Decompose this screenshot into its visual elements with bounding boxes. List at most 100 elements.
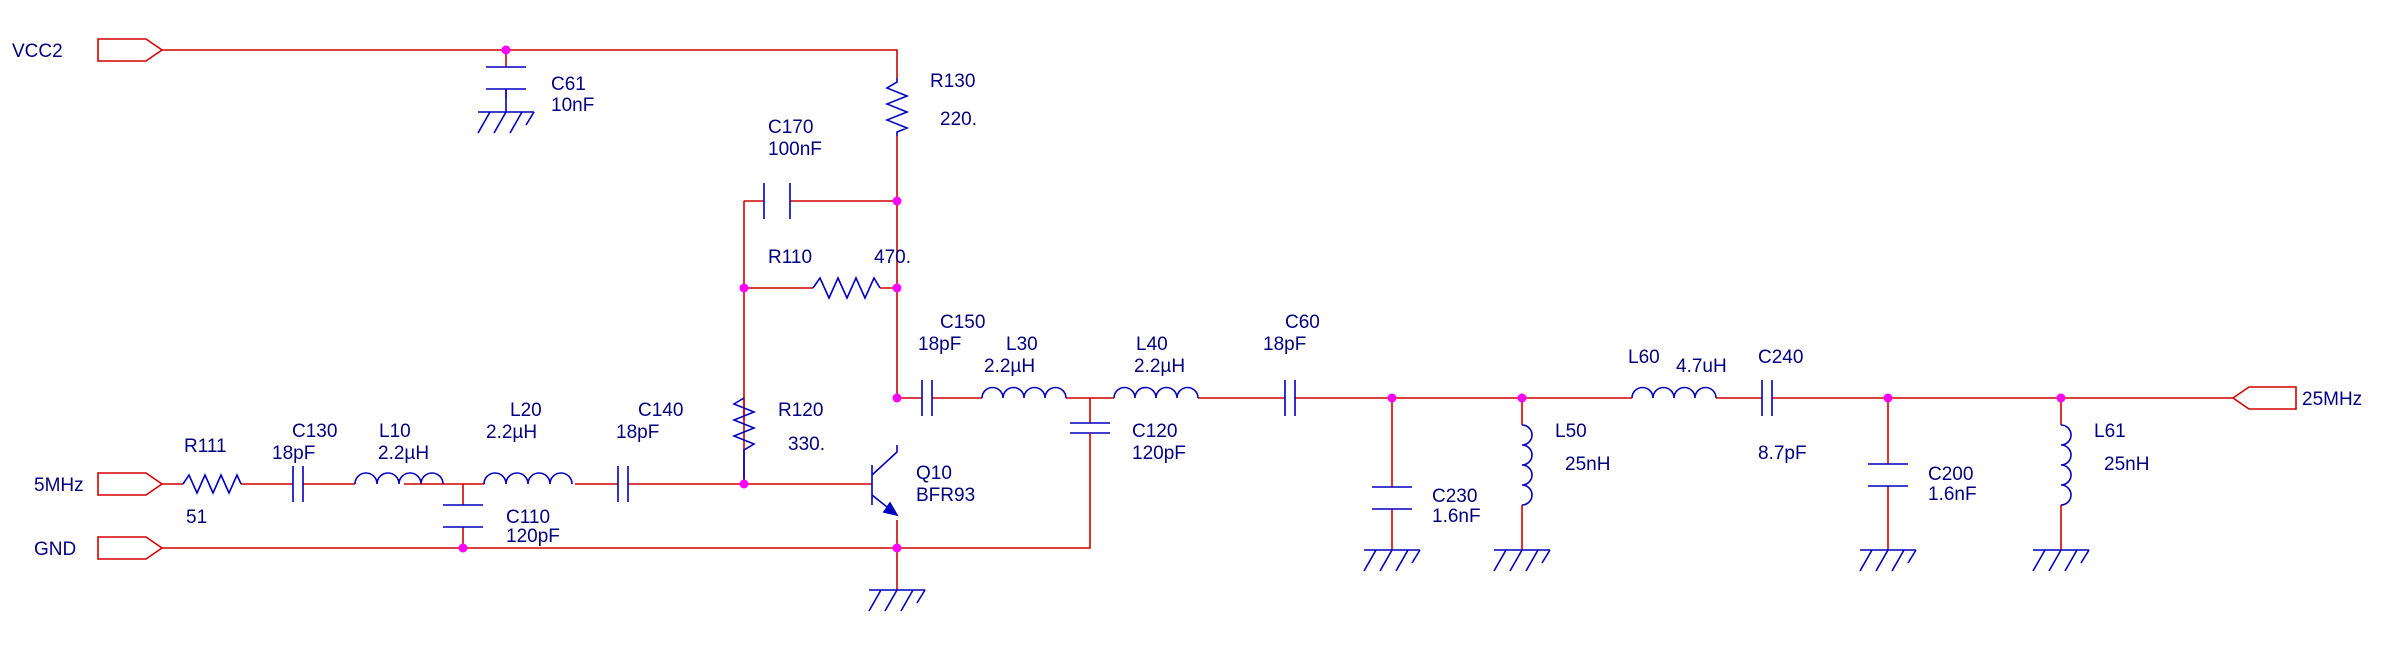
q10-transistor[interactable] xyxy=(871,445,899,517)
c120-value: 120pF xyxy=(1132,443,1186,464)
l40-ref: L40 xyxy=(1136,334,1168,355)
l40-inductor[interactable] xyxy=(1113,386,1199,399)
vcc2-label: VCC2 xyxy=(12,41,63,62)
l20-ref: L20 xyxy=(510,400,542,421)
ground-icon xyxy=(1493,549,1551,572)
l50-ref: L50 xyxy=(1555,421,1587,442)
c200-ref: C200 xyxy=(1928,464,1973,485)
c170-value: 100nF xyxy=(768,139,822,160)
c170-ref: C170 xyxy=(768,117,813,138)
r130-resistor[interactable] xyxy=(884,78,910,136)
c230-ref: C230 xyxy=(1432,486,1477,507)
junction-dot xyxy=(458,543,468,553)
l20-value: 2.2µH xyxy=(486,422,537,443)
l50-inductor[interactable] xyxy=(1521,424,1533,506)
ports xyxy=(97,38,2297,560)
r111-resistor[interactable] xyxy=(182,473,242,495)
l10-value: 2.2µH xyxy=(378,443,429,464)
c130-ref: C130 xyxy=(292,421,337,442)
c240-ref: C240 xyxy=(1758,347,1803,368)
ground-icon xyxy=(1859,549,1917,572)
l60-inductor[interactable] xyxy=(1631,386,1717,399)
ground-icon xyxy=(1363,549,1421,572)
c140-capacitor[interactable] xyxy=(617,466,629,502)
c130-capacitor[interactable] xyxy=(292,466,304,502)
q10-ref: Q10 xyxy=(916,463,952,484)
r120-value: 330. xyxy=(788,434,825,455)
r110-value: 470. xyxy=(874,247,911,268)
l10-ref: L10 xyxy=(379,421,411,442)
r110-ref: R110 xyxy=(768,247,812,268)
l30-ref: L30 xyxy=(1006,334,1038,355)
r120-resistor[interactable] xyxy=(731,397,757,484)
c110-ref: C110 xyxy=(506,507,550,528)
l61-ref: L61 xyxy=(2094,421,2126,442)
in-5mhz-port[interactable] xyxy=(97,472,164,496)
l61-value: 25nH xyxy=(2104,454,2149,475)
c150-ref: C150 xyxy=(940,312,985,333)
l30-value: 2.2µH xyxy=(984,356,1035,377)
c110-capacitor[interactable] xyxy=(443,504,483,528)
r111-value: 51 xyxy=(186,507,207,528)
l50-value: 25nH xyxy=(1565,454,1610,475)
out-25mhz-port[interactable] xyxy=(2231,386,2297,410)
junction-dot xyxy=(1387,393,1397,403)
r130-ref: R130 xyxy=(930,71,975,92)
l10-inductor[interactable] xyxy=(354,472,444,485)
components xyxy=(182,66,2072,528)
r130-value: 220. xyxy=(940,109,977,130)
c150-value: 18pF xyxy=(918,334,961,355)
c230-capacitor[interactable] xyxy=(1372,486,1412,510)
junction-dot xyxy=(892,543,902,553)
l61-inductor[interactable] xyxy=(2060,424,2072,506)
c140-ref: C140 xyxy=(638,400,683,421)
ground-icon xyxy=(868,589,926,612)
c150-capacitor[interactable] xyxy=(921,380,933,416)
c130-value: 18pF xyxy=(272,443,315,464)
junction-dot xyxy=(739,479,749,489)
l20-inductor[interactable] xyxy=(483,472,573,485)
c120-ref: C120 xyxy=(1132,421,1177,442)
c120-capacitor[interactable] xyxy=(1070,422,1110,450)
c60-value: 18pF xyxy=(1263,334,1306,355)
junction-dot xyxy=(1883,393,1893,403)
c60-capacitor[interactable] xyxy=(1284,380,1296,416)
r111-ref: R111 xyxy=(184,436,227,457)
c61-ref: C61 xyxy=(551,74,586,95)
c240-capacitor[interactable] xyxy=(1761,380,1773,416)
l30-inductor[interactable] xyxy=(981,386,1067,399)
c230-value: 1.6nF xyxy=(1432,506,1481,527)
ground-icon xyxy=(2032,549,2090,572)
wires xyxy=(162,49,2233,590)
q10-value: BFR93 xyxy=(916,485,975,506)
c200-capacitor[interactable] xyxy=(1868,463,1908,487)
junction-dot xyxy=(739,283,749,293)
l40-value: 2.2µH xyxy=(1134,356,1185,377)
r120-ref: R120 xyxy=(778,400,823,421)
labels: VCC2 5MHz GND 25MHz C61 10nF R130 220. C… xyxy=(12,41,2362,560)
c61-capacitor[interactable] xyxy=(477,66,535,134)
c140-value: 18pF xyxy=(616,422,659,443)
ground-symbols xyxy=(868,549,2090,612)
l60-value: 4.7uH xyxy=(1676,356,1727,377)
c60-ref: C60 xyxy=(1285,312,1320,333)
c170-capacitor[interactable] xyxy=(763,183,791,219)
junction-dot xyxy=(892,196,902,206)
r110-resistor[interactable] xyxy=(812,276,881,300)
junction-dot xyxy=(892,283,902,293)
junction-dot xyxy=(501,45,511,55)
vcc2-port[interactable] xyxy=(97,38,164,62)
junction-dot xyxy=(892,393,902,403)
gnd-label: GND xyxy=(34,539,76,560)
junction-dot xyxy=(1517,393,1527,403)
gnd-port[interactable] xyxy=(97,536,164,560)
out-25mhz-label: 25MHz xyxy=(2302,389,2362,410)
c110-value: 120pF xyxy=(506,526,560,547)
c200-value: 1.6nF xyxy=(1928,484,1977,505)
c240-value: 8.7pF xyxy=(1758,443,1807,464)
junction-dot xyxy=(2056,393,2066,403)
l60-ref: L60 xyxy=(1628,347,1660,368)
junctions xyxy=(458,45,2066,553)
c61-value: 10nF xyxy=(551,95,594,116)
